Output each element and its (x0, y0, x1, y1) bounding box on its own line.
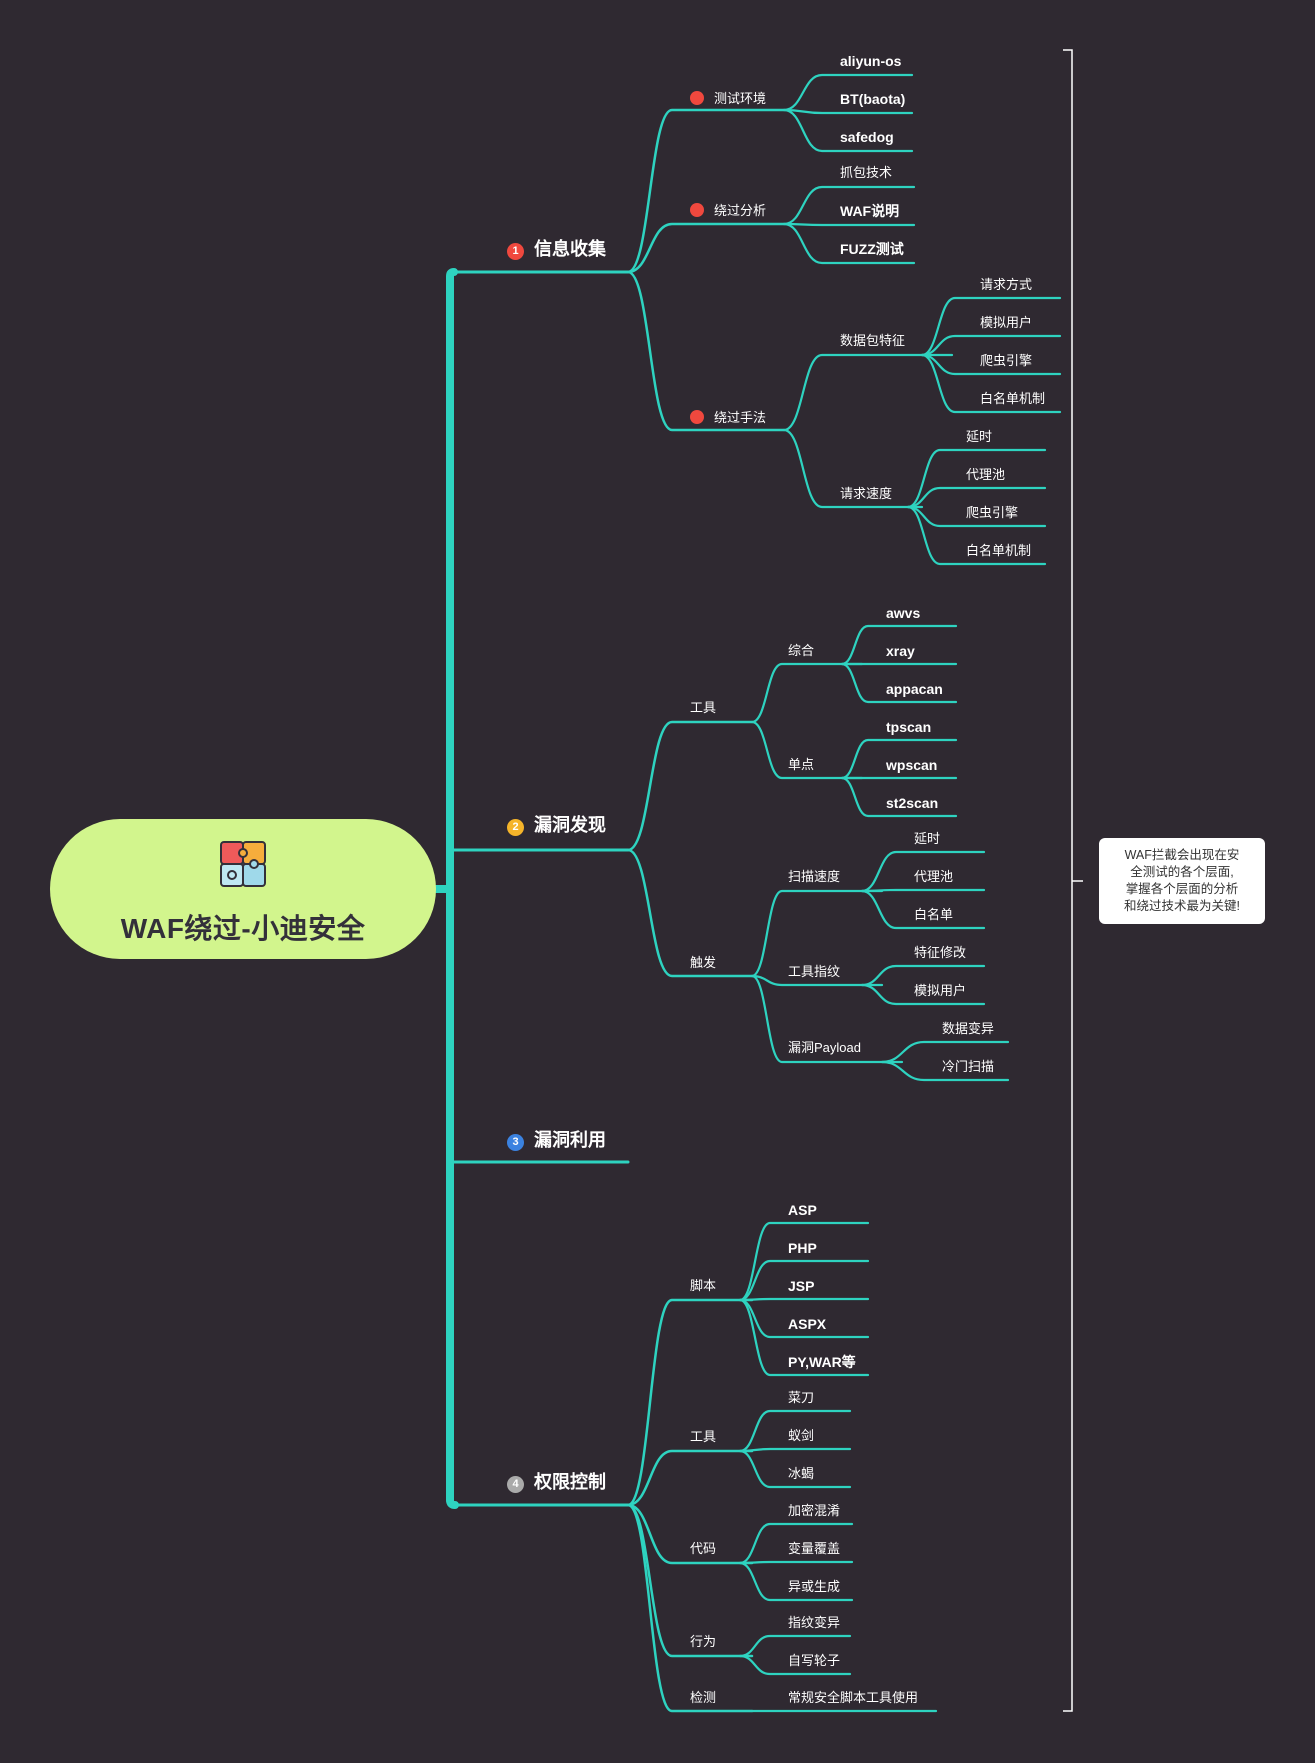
leaf-item[interactable]: 冷门扫描 (942, 1059, 995, 1074)
number-badge: 4 (507, 1476, 524, 1493)
red-dot-icon (690, 203, 704, 217)
leaf-item[interactable]: 爬虫引擎 (966, 505, 1019, 520)
leaf-item[interactable]: 代理池 (914, 869, 954, 884)
leaf-item[interactable]: FUZZ测试 (840, 241, 904, 257)
summary-bracket (1063, 49, 1083, 1712)
number-badge: 2 (507, 819, 524, 836)
leaf-item[interactable]: wpscan (886, 757, 938, 773)
root-topic[interactable]: WAF绕过-小迪安全 (50, 819, 436, 959)
leaf-item[interactable]: 代理池 (966, 467, 1006, 482)
node-detect[interactable]: 检测 (690, 1690, 717, 1705)
summary-note: WAF拦截会出现在安 全测试的各个层面, 掌握各个层面的分析 和绕过技术最为关键… (1099, 838, 1265, 924)
note-line: 掌握各个层面的分析 (1125, 882, 1239, 896)
node-single-point[interactable]: 单点 (788, 757, 815, 772)
node-request-speed[interactable]: 请求速度 (840, 486, 893, 501)
leaf-item[interactable]: 指纹变异 (788, 1615, 841, 1630)
leaf-item[interactable]: 蚁剑 (788, 1428, 815, 1443)
note-line: WAF拦截会出现在安 (1124, 848, 1240, 862)
leaf-item[interactable]: 白名单 (914, 907, 954, 922)
leaf-item[interactable]: 爬虫引擎 (980, 353, 1033, 368)
number-badge: 3 (507, 1134, 524, 1151)
node-behavior[interactable]: 行为 (690, 1634, 717, 1649)
red-dot-icon (690, 91, 704, 105)
leaf-item[interactable]: 加密混淆 (788, 1503, 841, 1518)
leaf-item[interactable]: 自写轮子 (788, 1653, 841, 1668)
leaf-item[interactable]: PY,WAR等 (788, 1354, 856, 1370)
node-scan-speed[interactable]: 扫描速度 (788, 869, 841, 884)
leaf-item[interactable]: 数据变异 (942, 1021, 995, 1036)
node-vuln-payload[interactable]: 漏洞Payload (788, 1040, 861, 1055)
node-test-env[interactable]: 测试环境 (690, 90, 766, 108)
node-tool-fingerprint[interactable]: 工具指纹 (788, 964, 841, 979)
node-script[interactable]: 脚本 (690, 1278, 717, 1293)
leaf-item[interactable]: awvs (886, 605, 921, 621)
leaf-item[interactable]: 延时 (966, 429, 993, 444)
node-webshell-tools[interactable]: 工具 (690, 1429, 717, 1444)
node-bypass-analysis[interactable]: 绕过分析 (690, 202, 766, 220)
node-trigger[interactable]: 触发 (690, 955, 717, 970)
leaf-item[interactable]: st2scan (886, 795, 939, 811)
red-dot-icon (690, 410, 704, 424)
leaf-item[interactable]: 请求方式 (980, 277, 1033, 292)
leaf-item[interactable]: tpscan (886, 719, 932, 735)
leaf-item[interactable]: 白名单机制 (980, 391, 1046, 406)
leaf-item[interactable]: ASP (788, 1202, 817, 1218)
leaf-item[interactable]: 冰蝎 (788, 1466, 815, 1481)
leaf-item[interactable]: 菜刀 (788, 1390, 815, 1405)
leaf-item[interactable]: safedog (840, 129, 894, 145)
note-line: 和绕过技术最为关键! (1124, 899, 1240, 913)
leaf-item[interactable]: 异或生成 (788, 1579, 841, 1594)
node-packet-features[interactable]: 数据包特征 (840, 333, 906, 348)
leaf-item[interactable]: PHP (788, 1240, 817, 1256)
leaf-item[interactable]: 变量覆盖 (788, 1541, 841, 1556)
leaf-item[interactable]: aliyun-os (840, 53, 902, 69)
leaf-item[interactable]: 特征修改 (914, 945, 967, 960)
note-line: 全测试的各个层面, (1130, 865, 1234, 879)
node-code[interactable]: 代码 (690, 1541, 717, 1556)
leaf-item[interactable]: xray (886, 643, 915, 659)
leaf-item[interactable]: 模拟用户 (980, 315, 1033, 330)
node-general[interactable]: 综合 (788, 643, 815, 658)
leaf-item[interactable]: 白名单机制 (966, 543, 1032, 558)
leaf-item[interactable]: BT(baota) (840, 91, 906, 107)
leaf-item[interactable]: WAF说明 (840, 203, 900, 219)
puzzle-icon (220, 841, 266, 887)
leaf-item[interactable]: 常规安全脚本工具使用 (788, 1690, 919, 1705)
node-bypass-method[interactable]: 绕过手法 (690, 409, 766, 427)
leaf-item[interactable]: 模拟用户 (914, 983, 967, 998)
leaf-item[interactable]: 抓包技术 (840, 165, 893, 180)
node-tools[interactable]: 工具 (690, 700, 717, 715)
root-title: WAF绕过-小迪安全 (120, 913, 366, 944)
leaf-item[interactable]: ASPX (788, 1316, 827, 1332)
leaf-item[interactable]: 延时 (914, 831, 941, 846)
leaf-item[interactable]: appacan (886, 681, 943, 697)
leaf-item[interactable]: JSP (788, 1278, 815, 1294)
number-badge: 1 (507, 243, 524, 260)
